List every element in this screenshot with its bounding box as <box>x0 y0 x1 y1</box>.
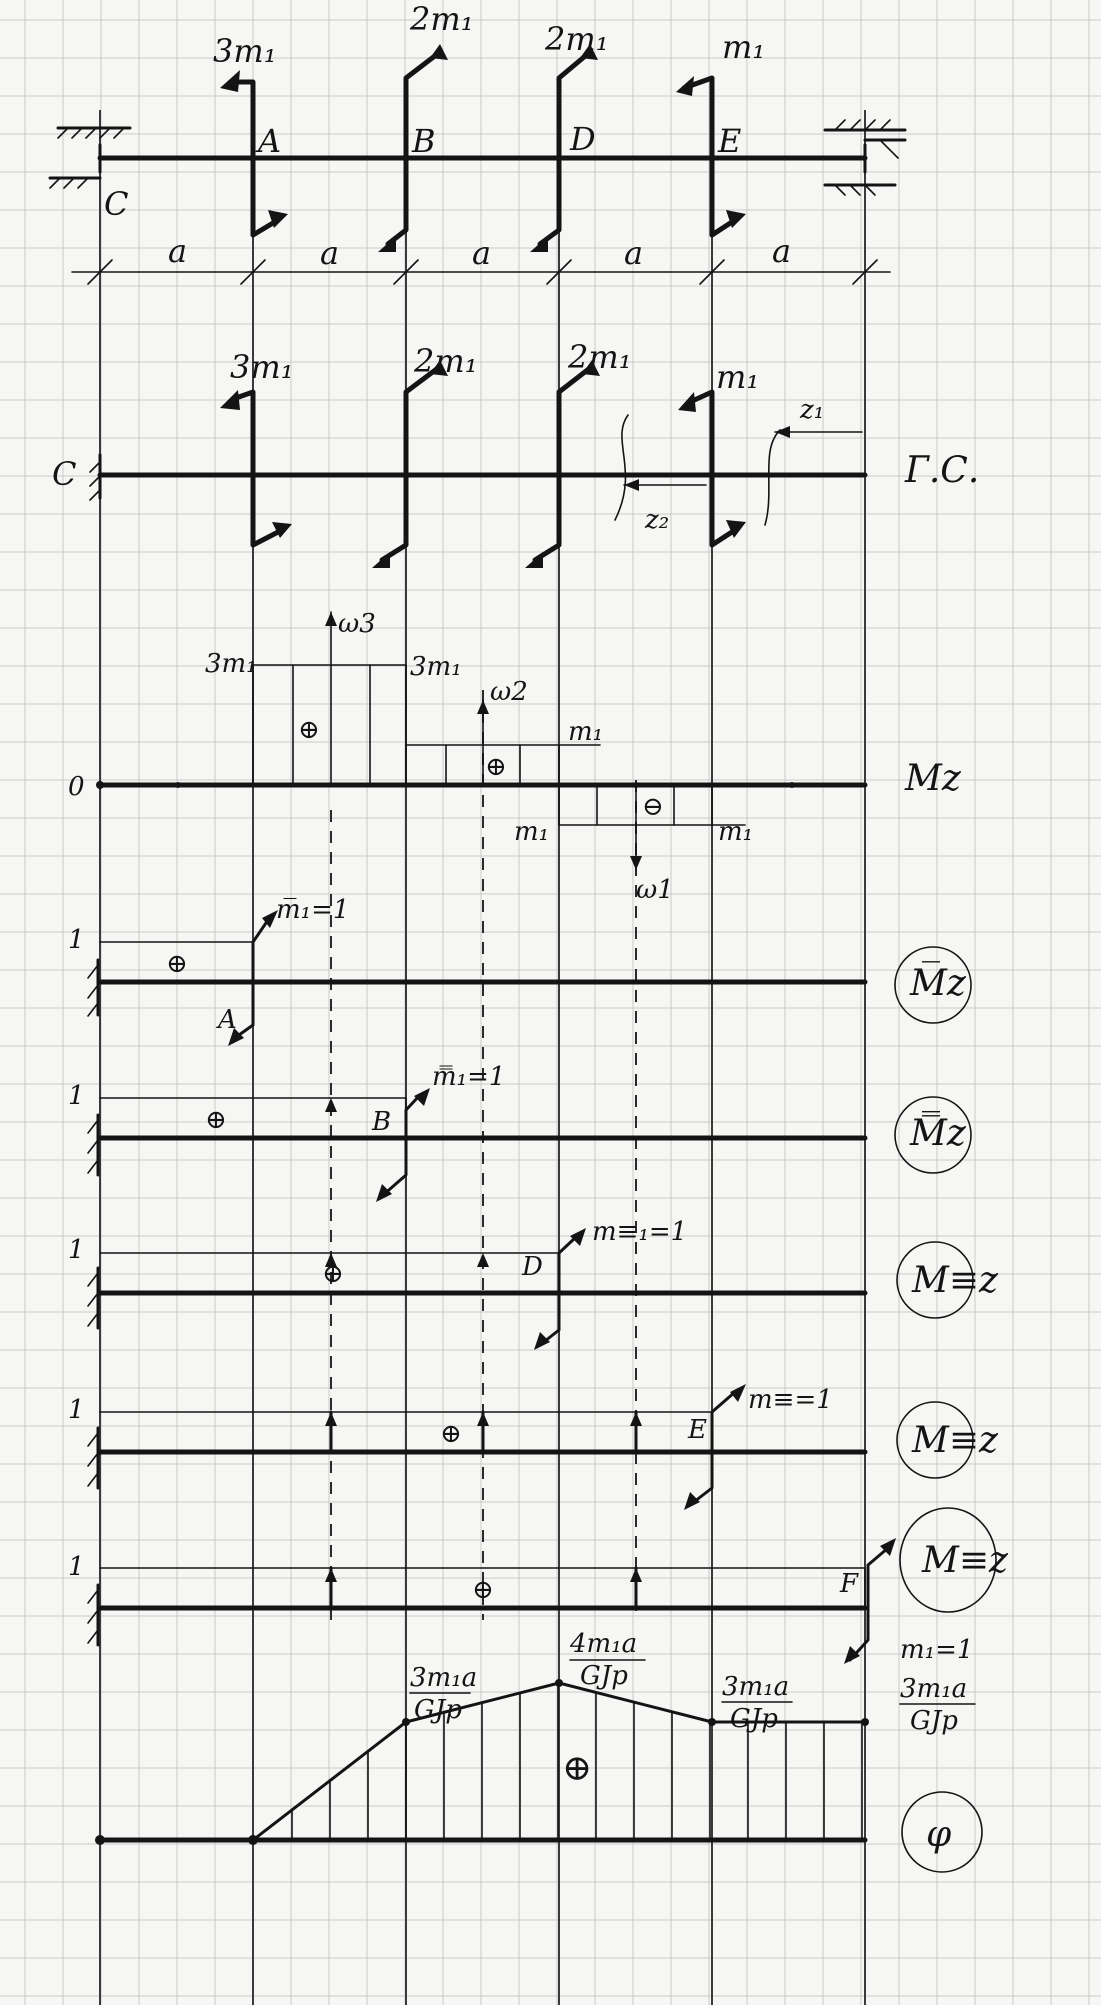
unit-b-value: 1 <box>68 1081 85 1111</box>
phi-val-e-den: GJp <box>730 1704 778 1734</box>
label-gen-moment-d: 2m₁ <box>567 338 632 376</box>
label-seg-a-1: a <box>168 232 187 270</box>
mz-title: Mz <box>904 758 962 799</box>
phi-val-f-den: GJp <box>910 1706 958 1736</box>
unit-diagram-a: 1 ⊕ A m̅₁=1 M̅z <box>68 895 972 1046</box>
mz-diagram: 0 ⊕ 3m₁ 3m₁ ω3 ⊕ m₁ ω2 ⊖ m₁ m₁ ω1 <box>68 609 962 905</box>
label-gen-moment-a: 3m₁ <box>230 348 294 386</box>
label-seg-a-4: a <box>624 234 643 272</box>
phi-diagram: ⊕ 3m₁a GJp 4m₁a GJp 3m₁a GJp 3m₁a GJp φ <box>95 1629 983 1873</box>
mz-w3-label: ω3 <box>338 609 376 639</box>
unit-d-moment: m≡₁=1 <box>592 1217 687 1247</box>
unit-f-sign: ⊕ <box>472 1575 494 1605</box>
right-support-hatch <box>823 119 907 196</box>
moment-symbol-b-gen <box>372 360 448 568</box>
phi-val-d-num: 4m₁a <box>569 1629 637 1659</box>
unit-diagram-d: 1 ⊕ D m≡₁=1 M≡z <box>68 1217 999 1350</box>
moment-symbol-e-top <box>676 75 746 238</box>
unit-diagram-e: 1 ⊕ E m≡=1 M≡z <box>68 1384 999 1510</box>
unit-f-title: M≡z <box>921 1540 1009 1581</box>
label-gen-moment-e: m₁ <box>716 358 759 396</box>
dashed-guides <box>330 690 637 1620</box>
moment-symbol-a-top <box>220 70 288 238</box>
section-cut-2 <box>614 414 629 521</box>
mz-sign-plus-2: ⊕ <box>485 752 507 782</box>
unit-d-point: D <box>521 1252 543 1282</box>
unit-a-value: 1 <box>68 925 85 955</box>
mz-block-3m <box>252 664 407 786</box>
mz-sign-plus-1: ⊕ <box>298 715 320 745</box>
phi-val-b-den: GJp <box>414 1695 462 1725</box>
mz-zero-label: 0 <box>68 772 85 802</box>
mz-val-m-upper: m₁ <box>568 717 603 747</box>
phi-sign: ⊕ <box>562 1748 592 1789</box>
label-seg-a-5: a <box>772 232 791 270</box>
phi-val-b-num: 3m₁a <box>410 1663 477 1693</box>
scheme-general: C 3m₁ 2m₁ 2m₁ m₁ z₁ <box>52 338 979 568</box>
unit-b-sign: ⊕ <box>205 1105 227 1135</box>
phi-val-f-num: 3m₁a <box>900 1674 967 1704</box>
label-point-d-top: D <box>569 120 596 158</box>
unit-d-sign: ⊕ <box>322 1259 344 1289</box>
unit-a-sign: ⊕ <box>166 949 188 979</box>
moment-symbol-d-gen <box>525 360 600 568</box>
moment-symbol-e-gen <box>678 389 746 548</box>
label-seg-a-3: a <box>472 234 491 272</box>
unit-b-point: B <box>371 1107 391 1137</box>
unit-e-value: 1 <box>68 1395 85 1425</box>
label-top-moment-e: m₁ <box>722 28 765 66</box>
label-support-c-gen: C <box>52 455 76 493</box>
label-support-c-top: C <box>104 185 128 223</box>
unit-d-title: M≡z <box>911 1260 999 1301</box>
unit-e-moment: m≡=1 <box>748 1385 833 1415</box>
moment-symbol-d-top <box>530 44 598 252</box>
phi-title: φ <box>926 1814 952 1855</box>
label-top-moment-a: 3m₁ <box>213 32 277 70</box>
label-point-a-top: A <box>255 122 281 160</box>
unit-b-title: M̿z <box>909 1110 967 1154</box>
mz-val-3m-left: 3m₁ <box>205 649 257 679</box>
moment-symbol-a-gen <box>220 389 292 548</box>
mz-w1-label: ω1 <box>636 875 674 905</box>
unit-f-point: F <box>839 1569 859 1599</box>
left-support-hatch <box>48 126 132 189</box>
phi-hatch <box>291 1682 863 1841</box>
unit-a-title: M̅z <box>909 960 967 1004</box>
unit-f-value: 1 <box>68 1552 85 1582</box>
unit-diagram-b: 1 ⊕ B m̿₁=1 M̿z <box>68 1062 972 1202</box>
label-z1: z₁ <box>799 395 824 425</box>
section-cut-1 <box>764 429 781 526</box>
mz-w2-label: ω2 <box>490 677 528 707</box>
unit-e-title: M≡z <box>911 1420 999 1461</box>
label-point-b-top: B <box>411 122 436 160</box>
mz-val-m-lower-left: m₁ <box>514 817 549 847</box>
moment-symbol-b-top <box>378 44 448 252</box>
label-seg-a-2: a <box>320 234 339 272</box>
label-point-e-top: E <box>717 122 741 160</box>
mz-val-m-lower-right: m₁ <box>718 817 753 847</box>
label-top-moment-d: 2m₁ <box>544 20 609 58</box>
unit-e-sign: ⊕ <box>440 1419 462 1449</box>
scheme-top: 3m₁ 2m₁ 2m₁ m₁ A B D E C a a a a a <box>48 0 907 285</box>
mz-val-3m-right: 3m₁ <box>410 652 462 682</box>
unit-b-moment: m̿₁=1 <box>432 1062 505 1092</box>
label-gen-moment-b: 2m₁ <box>413 342 478 380</box>
label-z2: z₂ <box>644 505 669 535</box>
label-scheme-title: Г.С. <box>904 450 979 491</box>
mz-sign-minus: ⊖ <box>642 792 664 822</box>
phi-val-d-den: GJp <box>580 1661 628 1691</box>
unit-f-moment: m₁=1 <box>900 1635 973 1665</box>
unit-d-value: 1 <box>68 1235 85 1265</box>
unit-e-point: E <box>687 1415 707 1445</box>
unit-a-moment: m̅₁=1 <box>276 895 349 925</box>
label-top-moment-b: 2m₁ <box>409 0 474 38</box>
phi-val-e-num: 3m₁a <box>722 1672 789 1702</box>
unit-a-point: A <box>216 1005 237 1035</box>
unit-diagram-f: 1 ⊕ F m₁=1 M≡z <box>68 1507 1009 1665</box>
